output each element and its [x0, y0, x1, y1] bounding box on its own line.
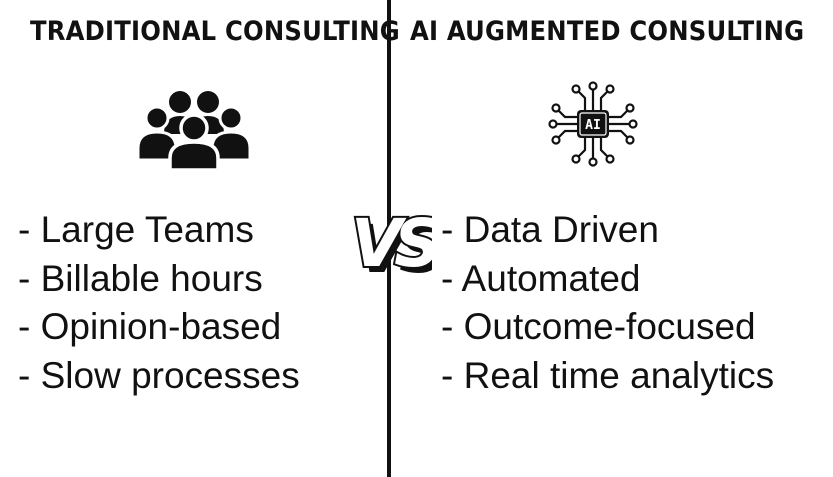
ai-chip-icon: AI: [548, 81, 638, 167]
vs-badge: VS VS: [350, 203, 432, 288]
traditional-features-list: - Large Teams - Billable hours - Opinion…: [18, 206, 300, 400]
list-item: - Outcome-focused: [441, 306, 756, 347]
vs-shadow: VS: [356, 211, 432, 288]
list-item: - Billable hours: [18, 257, 263, 299]
traditional-consulting-heading: TRADITIONAL CONSULTING: [30, 16, 400, 47]
list-item: - Automated: [441, 257, 641, 299]
list-item: - Large Teams: [18, 209, 254, 250]
list-item: - Slow processes: [18, 354, 300, 396]
ai-consulting-heading: AI AUGMENTED CONSULTING: [410, 16, 805, 47]
vs-label: VS: [351, 205, 432, 282]
ai-chip-label: AI: [585, 118, 601, 133]
center-divider: [387, 0, 391, 477]
people-group-icon: [138, 91, 250, 170]
ai-features-list: - Data Driven - Automated - Outcome-focu…: [441, 206, 774, 400]
list-item: - Data Driven: [441, 209, 659, 250]
list-item: - Opinion-based: [18, 306, 282, 347]
list-item: - Real time analytics: [441, 354, 775, 396]
